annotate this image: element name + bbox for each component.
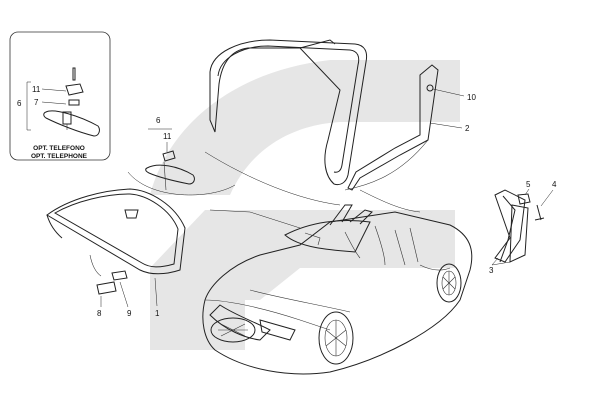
door-seal-frame xyxy=(209,39,439,191)
inset-phone-option: 6 11 7 OPT. TELEFONO OPT. TELEPHONE xyxy=(9,31,111,161)
callout-1: 1 xyxy=(155,309,160,318)
callout-10: 10 xyxy=(467,93,476,102)
callout-5: 5 xyxy=(526,180,531,189)
front-wheel xyxy=(318,311,354,365)
a-pillar-trim xyxy=(494,189,545,263)
screw-icon xyxy=(72,67,76,81)
rear-view-mirror: 6 11 xyxy=(127,116,236,196)
background-watermark xyxy=(150,60,460,350)
callout-9: 9 xyxy=(127,309,132,318)
front-grille xyxy=(210,317,256,343)
convertible-car xyxy=(202,204,473,375)
phone-module xyxy=(65,83,84,96)
inset-caption-line2: OPT. TELEPHONE xyxy=(31,153,88,160)
windscreen xyxy=(46,188,186,277)
microphone xyxy=(68,99,80,106)
callout-6-inset: 6 xyxy=(17,99,22,108)
inset-frame xyxy=(9,31,111,161)
inset-caption-line1: OPT. TELEFONO xyxy=(33,145,85,152)
inset-mirror xyxy=(43,110,100,137)
callout-4: 4 xyxy=(552,180,557,189)
callout-11-inset: 11 xyxy=(32,85,41,94)
sensor-part-8 xyxy=(96,281,117,295)
callout-11-main: 11 xyxy=(163,132,172,141)
callout-7-inset: 7 xyxy=(34,98,39,107)
callout-6-main: 6 xyxy=(156,116,161,125)
sensor-part-9 xyxy=(111,270,128,281)
callout-2: 2 xyxy=(465,124,470,133)
callout-3: 3 xyxy=(489,266,494,275)
callout-8: 8 xyxy=(97,309,102,318)
rear-wheel xyxy=(436,263,462,303)
